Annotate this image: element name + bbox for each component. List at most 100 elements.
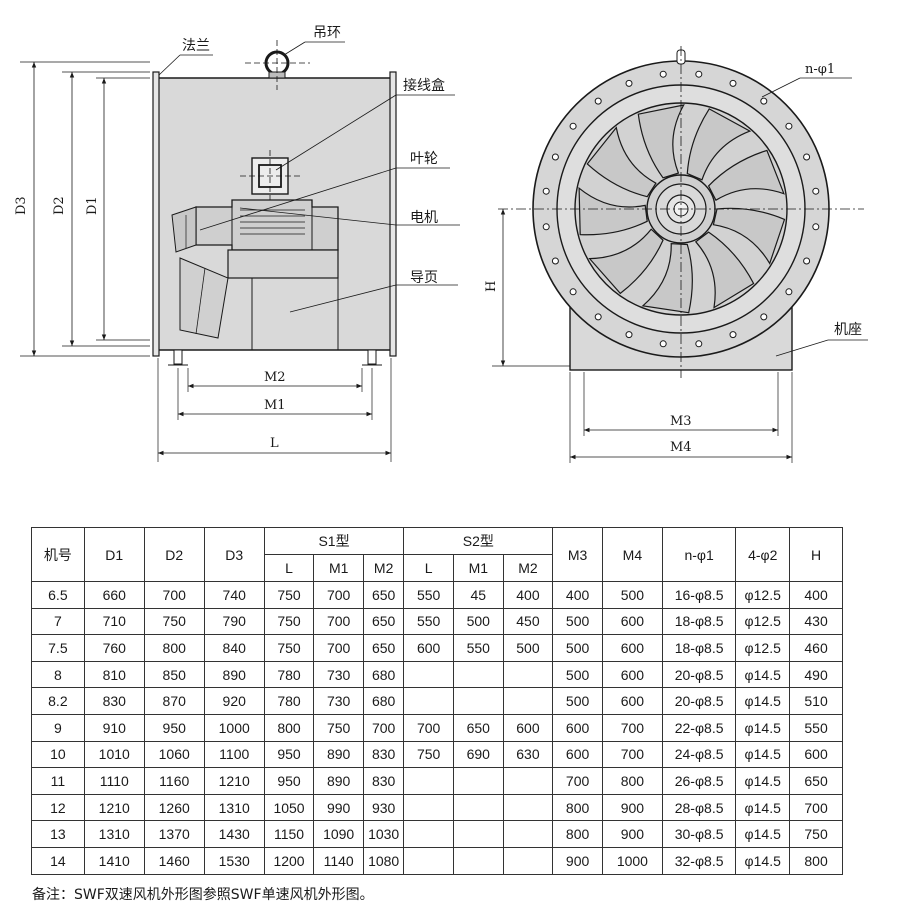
table-cell: 11 <box>31 767 85 795</box>
table-cell: 1460 <box>143 846 205 875</box>
bolt-hole <box>569 122 577 130</box>
table-cell: 830 <box>362 740 405 769</box>
bolt-hole <box>594 97 602 105</box>
table-cell: 8 <box>31 660 85 689</box>
table-cell: 1060 <box>143 740 205 769</box>
d1-label: D1 <box>85 196 100 215</box>
table-cell: 400 <box>552 581 603 609</box>
header-s1-l: L <box>263 554 315 582</box>
table-cell: 600 <box>601 687 663 715</box>
table-cell: 500 <box>552 634 603 662</box>
table-cell: 14 <box>31 846 85 875</box>
left-foot <box>173 349 183 365</box>
blade <box>641 242 693 314</box>
header-m3: M3 <box>552 527 603 582</box>
m1-label: M1 <box>264 398 286 413</box>
table-cell: 850 <box>143 660 205 689</box>
table-cell: 1150 <box>263 820 315 848</box>
table-cell: 1160 <box>143 767 205 795</box>
table-cell: 400 <box>789 581 843 609</box>
table-cell <box>502 793 554 822</box>
motor-label: 电机 <box>410 210 438 226</box>
table-cell: 550 <box>403 607 454 636</box>
table-cell: 1010 <box>83 740 145 769</box>
table-cell <box>452 660 504 689</box>
blade <box>694 231 755 309</box>
table-cell: 1090 <box>313 820 364 848</box>
table-cell <box>452 687 504 715</box>
m4-label: M4 <box>670 440 692 455</box>
table-cell <box>403 793 454 822</box>
table-cell: 700 <box>601 713 663 742</box>
table-cell: 490 <box>789 660 843 689</box>
table-cell: 660 <box>83 581 145 609</box>
table-cell: 830 <box>83 687 145 715</box>
table-cell: 700 <box>403 713 454 742</box>
table-cell: 650 <box>362 607 405 636</box>
table-cell: 950 <box>143 713 205 742</box>
table-cell: φ12.5 <box>735 581 791 609</box>
d3-label: D3 <box>14 196 29 215</box>
table-cell: 890 <box>313 767 364 795</box>
header-d2: D2 <box>143 527 205 582</box>
table-cell: 1080 <box>362 846 405 875</box>
table-cell <box>502 687 554 715</box>
bolt-hole <box>760 313 768 321</box>
h-label: H <box>484 281 499 292</box>
table-cell: 700 <box>313 581 364 609</box>
header-d1: D1 <box>83 527 145 582</box>
d2-label: D2 <box>52 196 67 215</box>
header-s2-m1: M1 <box>452 554 504 582</box>
table-cell: 650 <box>362 581 405 609</box>
table-cell: φ14.5 <box>735 793 791 822</box>
table-cell: 890 <box>313 740 364 769</box>
front-view: H M3 M4 n-φ1 机座 <box>484 46 868 463</box>
impeller-icon <box>171 206 197 253</box>
table-cell: 650 <box>452 713 504 742</box>
table-cell: 750 <box>403 740 454 769</box>
table-cell: 20-φ8.5 <box>661 687 737 715</box>
table-cell: 22-φ8.5 <box>661 713 737 742</box>
table-cell: 28-φ8.5 <box>661 793 737 822</box>
table-cell: 1140 <box>313 846 364 875</box>
impeller-blades <box>578 104 786 314</box>
table-cell: 1050 <box>263 793 315 822</box>
bolt-hole <box>625 79 633 87</box>
table-cell: 600 <box>601 634 663 662</box>
header-model: 机号 <box>31 527 85 582</box>
table-cell: φ14.5 <box>735 713 791 742</box>
table-cell <box>502 820 554 848</box>
bolt-hole <box>695 70 703 78</box>
table-cell: 600 <box>552 740 603 769</box>
table-cell: 710 <box>83 607 145 636</box>
table-cell: 730 <box>313 687 364 715</box>
table-cell: 500 <box>552 660 603 689</box>
header-s1-m1: M1 <box>313 554 364 582</box>
table-cell: 900 <box>601 793 663 822</box>
table-cell: 500 <box>601 581 663 609</box>
blade <box>578 186 648 236</box>
table-cell: 840 <box>203 634 265 662</box>
table-cell: 30-φ8.5 <box>661 820 737 848</box>
table-cell: 950 <box>263 740 315 769</box>
bolt-hole <box>594 313 602 321</box>
table-cell: 700 <box>313 634 364 662</box>
table-cell: φ14.5 <box>735 660 791 689</box>
table-cell: 630 <box>502 740 554 769</box>
table-cell: 1260 <box>143 793 205 822</box>
table-cell: 650 <box>789 767 843 795</box>
guide-vane-icon <box>179 257 229 339</box>
table-cell: 550 <box>789 713 843 742</box>
table-cell: 26-φ8.5 <box>661 767 737 795</box>
header-m4: M4 <box>601 527 663 582</box>
header-d3: D3 <box>203 527 265 582</box>
table-cell: 1000 <box>203 713 265 742</box>
table-cell: 1200 <box>263 846 315 875</box>
bolt-hole <box>760 97 768 105</box>
table-cell: φ12.5 <box>735 634 791 662</box>
table-cell <box>403 687 454 715</box>
